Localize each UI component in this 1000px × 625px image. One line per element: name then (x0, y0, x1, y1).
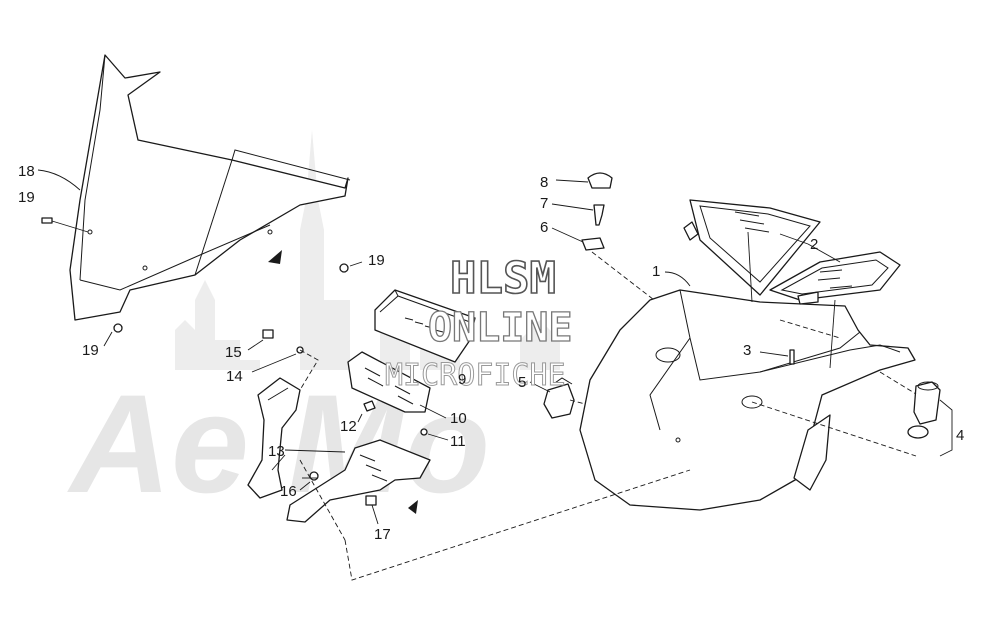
callout-5: 5 (518, 374, 526, 391)
callout-1: 1 (652, 263, 660, 280)
support-bracket-13-right (271, 439, 431, 523)
callout-3: 3 (743, 342, 751, 359)
callout-14: 14 (226, 368, 243, 385)
watermark-hlsm: HLSM (450, 253, 556, 304)
vent-grille-lower (769, 251, 901, 305)
callout-13: 13 (268, 443, 285, 460)
watermark-online: ONLINE (428, 305, 573, 351)
arrow-marker-icon (408, 500, 418, 514)
arrow-marker-icon (268, 250, 282, 264)
callout-19: 19 (368, 252, 385, 269)
bolt-12 (357, 400, 376, 423)
callout-8: 8 (540, 174, 548, 191)
callout-19: 19 (82, 342, 99, 359)
windshield (69, 54, 351, 321)
callout-11: 11 (450, 433, 466, 450)
callout-2: 2 (810, 236, 818, 253)
screw-19-bottom (103, 323, 123, 347)
callout-leaders (37, 169, 691, 479)
callout-16: 16 (280, 483, 297, 500)
callout-12: 12 (340, 418, 357, 435)
nut-15 (247, 329, 274, 351)
callout-18: 18 (18, 163, 35, 180)
callout-15: 15 (225, 344, 242, 361)
nut-17 (365, 495, 379, 525)
callout-4: 4 (956, 427, 964, 444)
watermark-microfiche: MICROFICHE (385, 358, 566, 393)
gauge (374, 289, 476, 363)
callout-labels: 18 19 19 19 15 14 12 10 11 9 13 16 17 8 … (18, 163, 964, 543)
hood (579, 289, 916, 511)
callout-17: 17 (374, 526, 391, 543)
callout-10: 10 (450, 410, 467, 427)
callout-6: 6 (540, 219, 548, 236)
screw-19-right (339, 261, 363, 273)
callout-9: 9 (458, 371, 466, 388)
screw-19-left (41, 217, 89, 233)
gauge-bracket (347, 351, 447, 419)
ignition-switch-5 (529, 377, 661, 425)
assembly-guide (299, 459, 691, 581)
callout-7: 7 (540, 195, 548, 212)
support-bracket-13-left (247, 349, 319, 499)
callout-19: 19 (18, 189, 35, 206)
vent-grille-upper (683, 199, 821, 296)
fuel-cap-4 (751, 371, 953, 457)
screw-3 (759, 319, 841, 365)
ignition-cap-8 (555, 172, 613, 189)
nut-11 (420, 428, 449, 441)
leader-2 (747, 231, 841, 369)
key-7 (551, 203, 605, 226)
